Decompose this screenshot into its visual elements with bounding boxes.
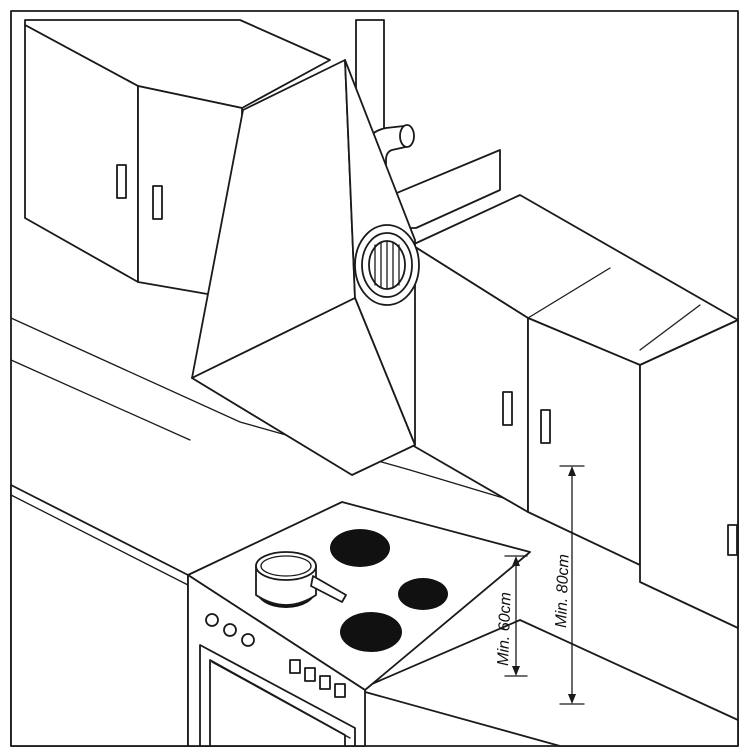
left-upper-cabinets [24, 19, 331, 301]
burner-front-left [340, 612, 402, 652]
dimension-min-60: Min. 60cm [495, 555, 528, 677]
backsplash-line-2 [10, 359, 191, 441]
dimension-min-80: Min. 80cm [553, 465, 585, 705]
label-min-60: Min. 60cm [495, 592, 515, 666]
control-button-4 [334, 683, 346, 698]
control-button-3 [319, 675, 331, 690]
left-cabinet-handle-1 [116, 164, 127, 199]
burner-back-right [330, 529, 390, 567]
label-min-80: Min. 80cm [553, 554, 573, 628]
burner-front-right-small [398, 578, 448, 610]
stove [187, 501, 531, 747]
knob-2 [223, 623, 237, 637]
right-cabinet-handle-3 [727, 524, 738, 556]
knob-1 [205, 613, 219, 627]
knob-3 [241, 633, 255, 647]
right-cabinet-handle-2 [540, 409, 551, 444]
saucepan [255, 551, 347, 606]
control-button-1 [289, 659, 301, 674]
control-button-2 [304, 667, 316, 682]
left-cabinet-handle-2 [152, 185, 163, 220]
right-upper-cabinets [411, 194, 739, 629]
wall-vent [354, 224, 420, 306]
right-cabinet-handle-1 [502, 391, 513, 426]
base-cabinets [10, 484, 739, 747]
